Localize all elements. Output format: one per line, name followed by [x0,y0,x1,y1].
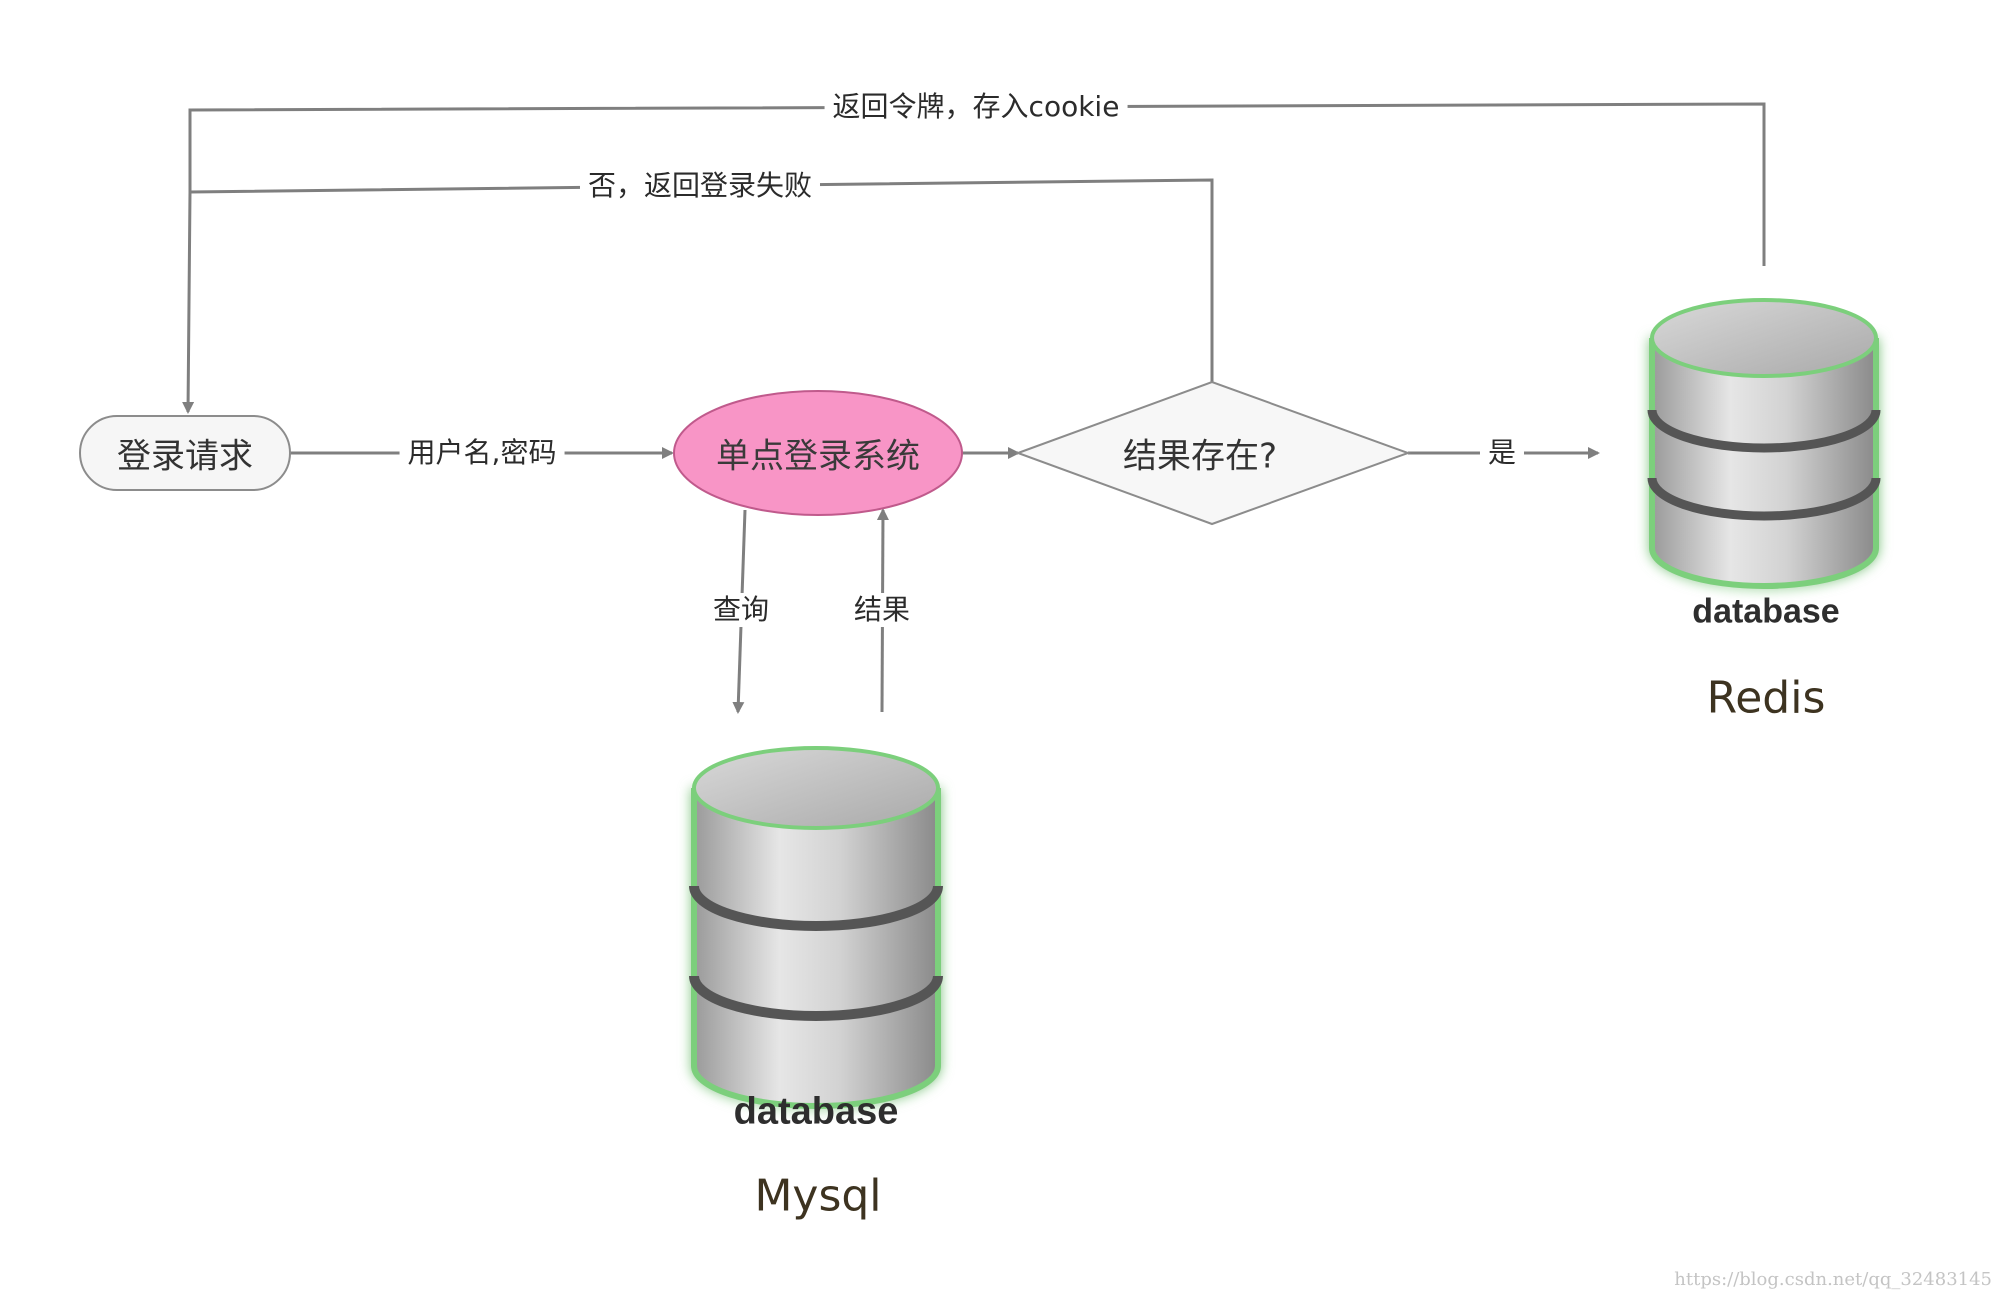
redis-database-icon [1647,298,1881,589]
watermark: https://blog.csdn.net/qq_32483145 [1674,1269,1992,1290]
redis-db-label: database [1692,592,1840,631]
login-request-node [79,415,291,491]
mysql-db-label: database [733,1090,899,1133]
sso-system-node [673,390,963,516]
decision-diamond [1015,380,1411,526]
edge-label-result: 结果 [845,593,919,627]
edge-label-return-token: 返回令牌，存入cookie [824,90,1128,124]
mysql-caption: Mysql [754,1170,882,1222]
login-request-label: 登录请求 [117,436,253,477]
mysql-database-icon [689,746,943,1109]
edge-label-username-password: 用户名,密码 [399,436,565,470]
edge-label-query: 查询 [704,593,778,627]
edge-label-yes: 是 [1479,436,1525,470]
edge-redis-to-login [188,102,1766,266]
redis-caption: Redis [1706,672,1826,724]
sso-system-label: 单点登录系统 [716,436,920,477]
edge-decision-no-to-login [182,178,1214,414]
decision-label: 结果存在? [1122,436,1278,477]
edge-label-no-fail: 否，返回登录失败 [579,169,821,203]
